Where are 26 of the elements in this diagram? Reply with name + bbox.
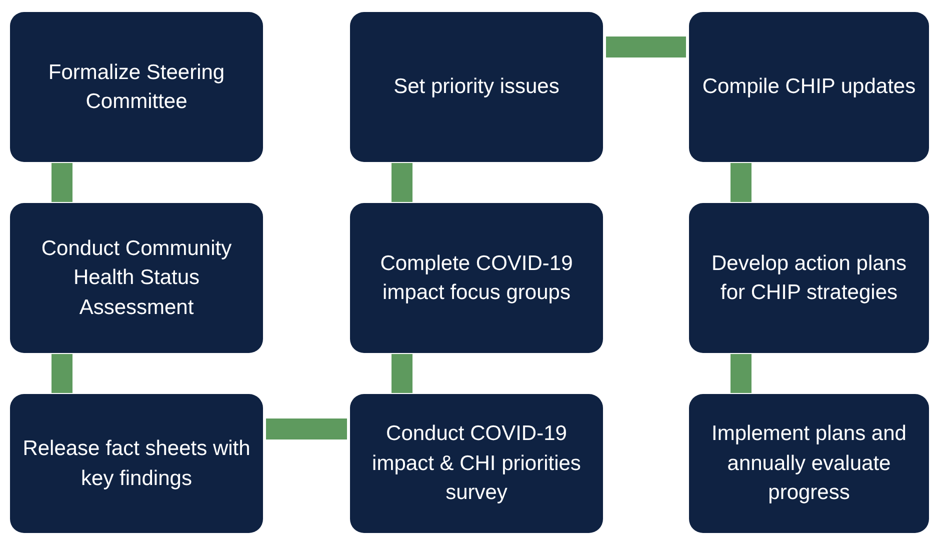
step-text: Conduct Community Health Status Assessment [40, 236, 233, 321]
connector-bar [392, 163, 412, 202]
step-text: Release fact sheets with key findings [22, 436, 252, 492]
process-box [350, 394, 603, 533]
process-box [10, 12, 263, 162]
connector-bar [52, 163, 72, 202]
step-text: Develop action plans for CHIP strategies [710, 250, 908, 306]
step-text: Conduct COVID-19 impact & CHI priorities survey [371, 421, 582, 506]
step-text: Implement plans and annually evaluate progress [710, 421, 908, 506]
process-box [689, 12, 929, 162]
process-box [689, 394, 929, 533]
step-text: Formalize Steering Committee [47, 60, 226, 115]
step-text: Compile CHIP updates [702, 74, 916, 100]
connector-bar [266, 418, 347, 440]
connector-bar [730, 163, 752, 202]
step-text: Complete COVID-19 impact focus groups [379, 250, 574, 306]
connector-bar [730, 354, 752, 393]
connector-bar [52, 354, 72, 393]
step-text: Set priority issues [394, 74, 560, 100]
process-box [350, 12, 603, 162]
process-box [350, 203, 603, 353]
connector-bar [392, 354, 412, 393]
process-box [10, 203, 263, 353]
process-box [10, 394, 263, 533]
connector-bar [606, 36, 686, 58]
process-box [689, 203, 929, 353]
